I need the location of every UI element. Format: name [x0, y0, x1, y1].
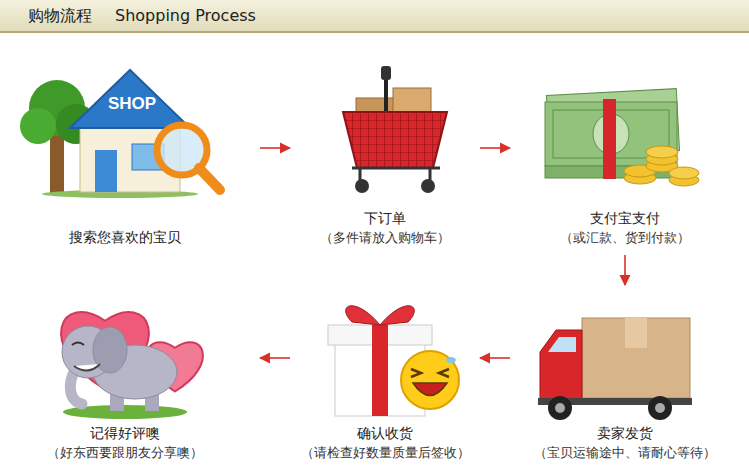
step-node: 支付宝支付（或汇款、货到付款） [510, 42, 740, 255]
step-title: 下订单 [364, 209, 406, 228]
elephant-icon-part [74, 364, 100, 371]
shop-icon-part [50, 135, 64, 195]
flow-arrow [260, 147, 290, 149]
truck-icon-part [548, 337, 576, 352]
step-note: （好东西要跟朋友分享噢） [47, 443, 203, 462]
gift-icon-part [372, 325, 388, 416]
step-title: 搜索您喜欢的宝贝 [69, 228, 181, 247]
truck-icon-part [582, 318, 690, 398]
truck-icon-part [625, 318, 647, 348]
truck-icon-part [555, 403, 565, 413]
cart-icon-part [352, 168, 440, 180]
cart-icon-part [355, 179, 369, 193]
money-icon [545, 89, 699, 186]
shop-sign: SHOP [108, 94, 156, 114]
gift-icon-part [401, 351, 459, 409]
step-title: 支付宝支付 [590, 209, 660, 228]
step-node: 搜索您喜欢的宝贝 [10, 42, 260, 255]
gift-icon-part [411, 369, 449, 377]
flow-arrow [260, 357, 290, 359]
gift-icon-part [446, 357, 456, 363]
truck-icon-part [655, 403, 665, 413]
cart-icon-part [381, 66, 391, 80]
step-node: 下订单（多件请放入购物车） [290, 42, 480, 255]
elephant-icon [61, 312, 203, 419]
shop-icon [20, 70, 220, 198]
step-note: （或汇款、货到付款） [560, 228, 690, 247]
cart-icon-part [343, 112, 447, 168]
flow-arrow [480, 357, 510, 359]
title-english: Shopping Process [115, 6, 256, 25]
truck-icon-part [548, 396, 572, 420]
gift-icon-part [413, 383, 447, 396]
step-node: 卖家发货（宝贝运输途中、请耐心等待） [510, 285, 740, 468]
shop-icon-part [20, 108, 56, 144]
truck-icon [538, 318, 692, 420]
gift-icon-part [346, 306, 380, 325]
page-title: 购物流程 [28, 6, 92, 27]
step-title: 卖家发货 [597, 424, 653, 443]
truck-icon-part [648, 396, 672, 420]
flow-arrow [624, 255, 626, 285]
step-title: 记得好评噢 [90, 424, 160, 443]
money-icon-part [646, 146, 678, 158]
shop-icon-part [70, 70, 190, 128]
truck-icon-part [540, 330, 582, 400]
elephant-icon-part [72, 343, 84, 346]
step-title: 确认收货 [357, 424, 413, 443]
money-icon-part [669, 167, 699, 179]
cart-icon [343, 66, 447, 193]
step-node: 确认收货（请检查好数量质量后签收） [290, 285, 480, 468]
shop-icon-part [199, 168, 220, 190]
header-bar [0, 0, 749, 33]
step-note: （请检查好数量质量后签收） [301, 443, 470, 462]
cart-icon-part [421, 179, 435, 193]
money-icon-part [603, 99, 616, 179]
gift-icon [328, 306, 459, 416]
gift-icon-part [380, 306, 414, 325]
step-note: （多件请放入购物车） [320, 228, 450, 247]
step-node: 记得好评噢（好东西要跟朋友分享噢） [10, 285, 260, 468]
flow-arrow [480, 147, 510, 149]
shop-icon-part [95, 150, 117, 192]
step-note: （宝贝运输途中、请耐心等待） [534, 443, 716, 462]
